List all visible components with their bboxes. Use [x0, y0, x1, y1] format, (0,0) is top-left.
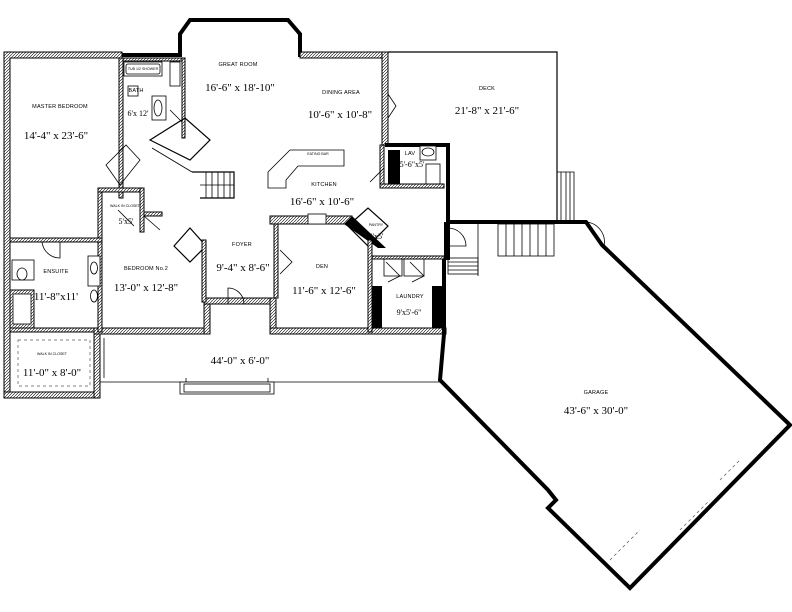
laundry-dim: 9'x5'-6" [397, 308, 422, 317]
interior-walls [9, 57, 555, 387]
garage-walls [437, 220, 792, 591]
bedroom2-south-wall [93, 327, 211, 335]
south-west-wall [3, 391, 101, 399]
north-wall-dining [299, 51, 389, 59]
porch [99, 334, 440, 395]
foyer-dim: 9'-4" x 8'-6" [216, 262, 269, 274]
bath-dim: 6'x 12' [128, 109, 149, 118]
ensuite-south-wall [93, 327, 101, 399]
eating-bar-label: EATING BAR [307, 152, 329, 156]
great-room-bay-wall [122, 18, 385, 57]
deck [387, 51, 575, 222]
room-labels: MASTER BEDROOM 14'-4" x 23'-6" TUB 1/2 S… [23, 62, 628, 417]
doors [41, 109, 605, 305]
foyer-south-wall [203, 297, 277, 305]
den-south-wall [269, 327, 447, 335]
garage-label: GARAGE [584, 390, 609, 396]
pantry-dim: 4'x5' [369, 232, 384, 241]
kitchen-dim: 16'-6" x 10'-6" [290, 196, 354, 208]
great-room-label: GREAT ROOM [218, 62, 257, 68]
master-bedroom-label: MASTER BEDROOM [32, 104, 88, 110]
foyer-label: FOYER [232, 242, 252, 248]
laundry-label: LAUNDRY [396, 294, 424, 300]
exterior-walls [3, 18, 792, 591]
pantry-label: PANTRY [369, 223, 384, 227]
tub-shower-label: TUB 1/2 SHOWER [128, 67, 159, 71]
dining-area-label: DINING AREA [322, 90, 360, 96]
walk-in-closet-label: WALK IN CLOSET [37, 352, 68, 356]
bath-label: BATH [128, 88, 143, 94]
great-room-dim: 16'-6" x 18'-10" [205, 82, 275, 94]
ensuite-label: ENSUITE [43, 269, 68, 275]
porch-dim: 44'-0" x 6'-0" [211, 355, 270, 367]
small-closet-label: WALK IN CLOSET [110, 204, 141, 208]
deck-dim: 21'-8" x 21'-6" [455, 105, 519, 117]
den-dim: 11'-6" x 12'-6" [292, 285, 356, 297]
master-bedroom-dim: 14'-4" x 23'-6" [24, 130, 88, 142]
garage-dim: 43'-6" x 30'-0" [564, 405, 628, 417]
ensuite-dim: 11'-8"x11' [34, 291, 78, 303]
dining-area-dim: 10'-6" x 10'-8" [308, 109, 372, 121]
den-label: DEN [316, 264, 328, 270]
stairs [200, 172, 234, 198]
garage-entry-stairs [477, 222, 555, 276]
bedroom2-dim: 13'-0" x 12'-8" [114, 282, 178, 294]
kitchen-label: KITCHEN [311, 182, 337, 188]
lav-label: LAV [405, 151, 416, 157]
dining-east-wall [381, 51, 389, 146]
small-closet-dim: 5'x5' [119, 217, 134, 226]
lav-dim: 5'-6"x5' [400, 160, 425, 169]
deck-label: DECK [479, 86, 495, 92]
garage-door-tracks [609, 459, 741, 561]
side-steps [447, 257, 479, 275]
kitchen-island [267, 149, 345, 189]
bedroom2-label: BEDROOM No.2 [124, 266, 168, 272]
walk-in-closet-dim: 11'-0" x 8'-0" [23, 367, 81, 379]
